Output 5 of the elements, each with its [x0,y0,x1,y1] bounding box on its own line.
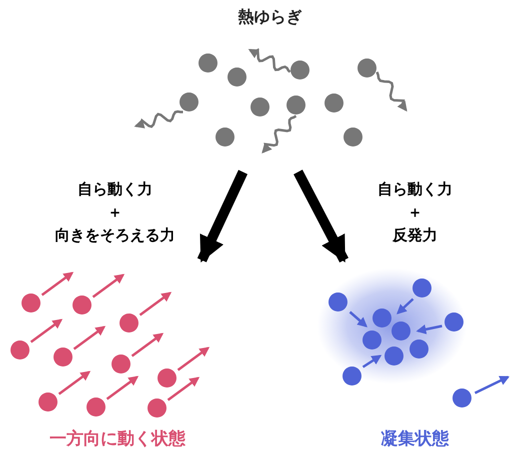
arrow [294,170,348,263]
state-label: 一方向に動く状態 [48,428,186,450]
state-label: 凝集状態 [380,428,450,450]
heading: 熱ゆらぎ [237,7,303,28]
arrow [197,170,248,263]
